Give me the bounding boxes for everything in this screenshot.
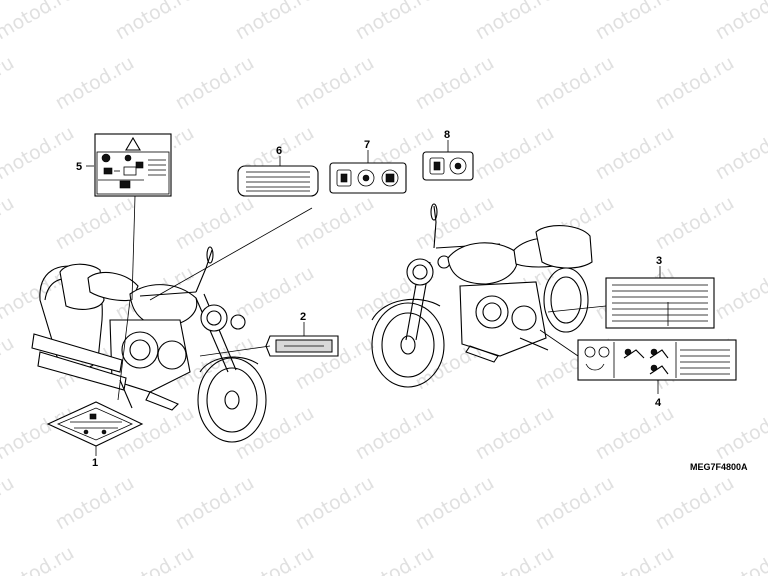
watermark-text: motod.ru	[0, 52, 18, 115]
watermark-text: motod.ru	[0, 472, 18, 535]
watermark-text: motod.ru	[292, 52, 378, 115]
watermark-text: motod.ru	[472, 122, 558, 185]
watermark-text: motod.ru	[712, 0, 768, 44]
watermark-text: motod.ru	[52, 192, 138, 255]
motorcycle-right	[371, 203, 593, 388]
watermark-text: motod.ru	[232, 0, 318, 44]
callout-7: 7	[364, 139, 370, 151]
watermark-text: motod.ru	[172, 52, 258, 115]
label-5-warning	[94, 133, 172, 197]
callout-5: 5	[76, 161, 82, 173]
label-4-symbols-panel	[577, 339, 737, 381]
label-3-text-panel	[605, 277, 715, 329]
watermark-text: motod.ru	[352, 402, 438, 465]
callout-2: 2	[300, 311, 306, 323]
watermark-text: motod.ru	[592, 0, 678, 44]
watermark-text: motod.ru	[652, 52, 738, 115]
watermark-text: motod.ru	[472, 402, 558, 465]
watermark-text: motod.ru	[532, 52, 618, 115]
watermark-text: motod.ru	[232, 542, 318, 576]
label-1-diamond	[46, 401, 144, 447]
watermark-text: motod.ru	[0, 0, 78, 44]
watermark-text: motod.ru	[592, 542, 678, 576]
watermark-text: motod.ru	[412, 52, 498, 115]
watermark-text: motod.ru	[352, 0, 438, 44]
watermark-text: motod.ru	[52, 472, 138, 535]
watermark-text: motod.ru	[652, 472, 738, 535]
watermark-text: motod.ru	[652, 192, 738, 255]
watermark-text: motod.ru	[0, 122, 78, 185]
callout-1: 1	[92, 457, 98, 469]
watermark-text: motod.ru	[712, 402, 768, 465]
watermark-text: motod.ru	[0, 332, 18, 395]
watermark-text: motod.ru	[0, 542, 78, 576]
watermark-text: motod.ru	[592, 122, 678, 185]
callout-4: 4	[655, 397, 662, 409]
label-6	[237, 165, 319, 197]
watermark-text: motod.ru	[352, 542, 438, 576]
callout-3: 3	[656, 255, 662, 267]
callout-numbers: 1 2 3 4 5 6 7 8	[76, 129, 662, 469]
leader-lines	[86, 140, 661, 456]
watermark-text: motod.ru	[412, 472, 498, 535]
watermark-text: motod.ru	[0, 192, 18, 255]
watermark-text: motod.ru	[472, 0, 558, 44]
label-7	[329, 162, 407, 194]
watermark-text: motod.ru	[52, 52, 138, 115]
watermark-text: motod.ru	[112, 0, 198, 44]
watermark-text: motod.ru	[532, 472, 618, 535]
watermark-text: motod.ru	[292, 472, 378, 535]
watermark-text: motod.ru	[712, 262, 768, 325]
watermark-text: motod.ru	[712, 542, 768, 576]
diagram-code: MEG7F4800A	[690, 462, 748, 472]
motorcycle-left	[31, 246, 267, 443]
watermark-text: motod.ru	[172, 472, 258, 535]
label-2	[265, 335, 339, 357]
watermark-text: motod.ru	[232, 402, 318, 465]
watermark-text: motod.ru	[172, 192, 258, 255]
watermark-text: motod.ru	[112, 402, 198, 465]
callout-8: 8	[444, 129, 450, 141]
watermark-text: motod.ru	[0, 402, 78, 465]
watermark-text: motod.ru	[472, 542, 558, 576]
callout-6: 6	[276, 145, 282, 157]
watermark-text: motod.ru	[292, 192, 378, 255]
label-8	[422, 151, 474, 181]
watermark-text: motod.ru	[592, 402, 678, 465]
watermark-text: motod.ru	[112, 542, 198, 576]
watermark-text: motod.ru	[712, 122, 768, 185]
